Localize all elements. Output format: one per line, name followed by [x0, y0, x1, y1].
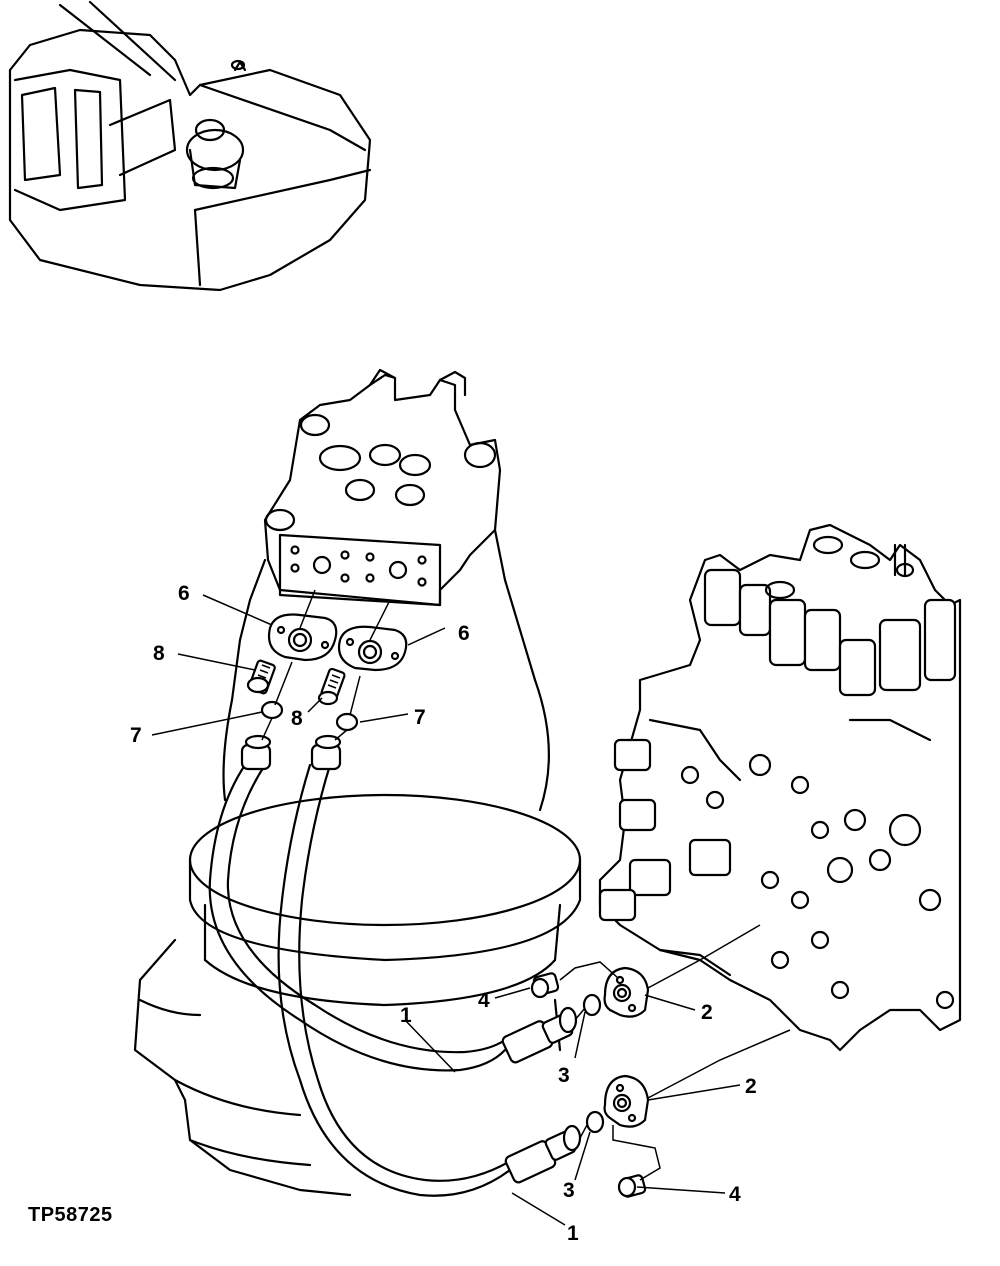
callout-3: 3 — [563, 1179, 575, 1202]
o-ring-7-right — [335, 712, 359, 732]
callout-1: 1 — [400, 1004, 412, 1027]
callout-6: 6 — [458, 622, 470, 645]
leader-lines — [151, 594, 741, 1226]
callout-7: 7 — [414, 706, 426, 729]
callout-2: 2 — [701, 1001, 713, 1024]
callout-7: 7 — [130, 724, 142, 747]
hose-assemblies — [208, 734, 582, 1197]
callout-4: 4 — [478, 989, 490, 1012]
flange-2-lower — [603, 1074, 650, 1128]
callout-4: 4 — [729, 1183, 741, 1206]
valve-port-hardware — [530, 924, 791, 1198]
callout-8: 8 — [291, 707, 303, 730]
o-ring-3-upper — [582, 993, 602, 1017]
swing-motor-assembly — [133, 368, 582, 1197]
flange-2-upper — [603, 966, 650, 1018]
o-ring-3-lower — [585, 1110, 605, 1134]
callouts: 6 6 8 8 7 7 1 1 2 2 3 3 4 4 — [130, 582, 757, 1245]
bolt-4-upper — [530, 972, 560, 999]
motor-port-hardware — [246, 589, 408, 741]
bolt-8-right — [317, 667, 346, 706]
callout-3: 3 — [558, 1064, 570, 1087]
control-valve-block — [598, 523, 962, 1052]
flange-6-left — [267, 613, 338, 662]
callout-1: 1 — [567, 1222, 579, 1245]
callout-6: 6 — [178, 582, 190, 605]
bolt-8-left — [246, 659, 276, 695]
figure-id: TP58725 — [28, 1204, 113, 1226]
callout-2: 2 — [745, 1075, 757, 1098]
o-ring-7-left — [260, 700, 284, 720]
excavator-overview-inset — [8, 0, 372, 292]
bolt-4-lower — [617, 1174, 647, 1198]
callout-8: 8 — [153, 642, 165, 665]
flange-6-right — [337, 625, 408, 672]
